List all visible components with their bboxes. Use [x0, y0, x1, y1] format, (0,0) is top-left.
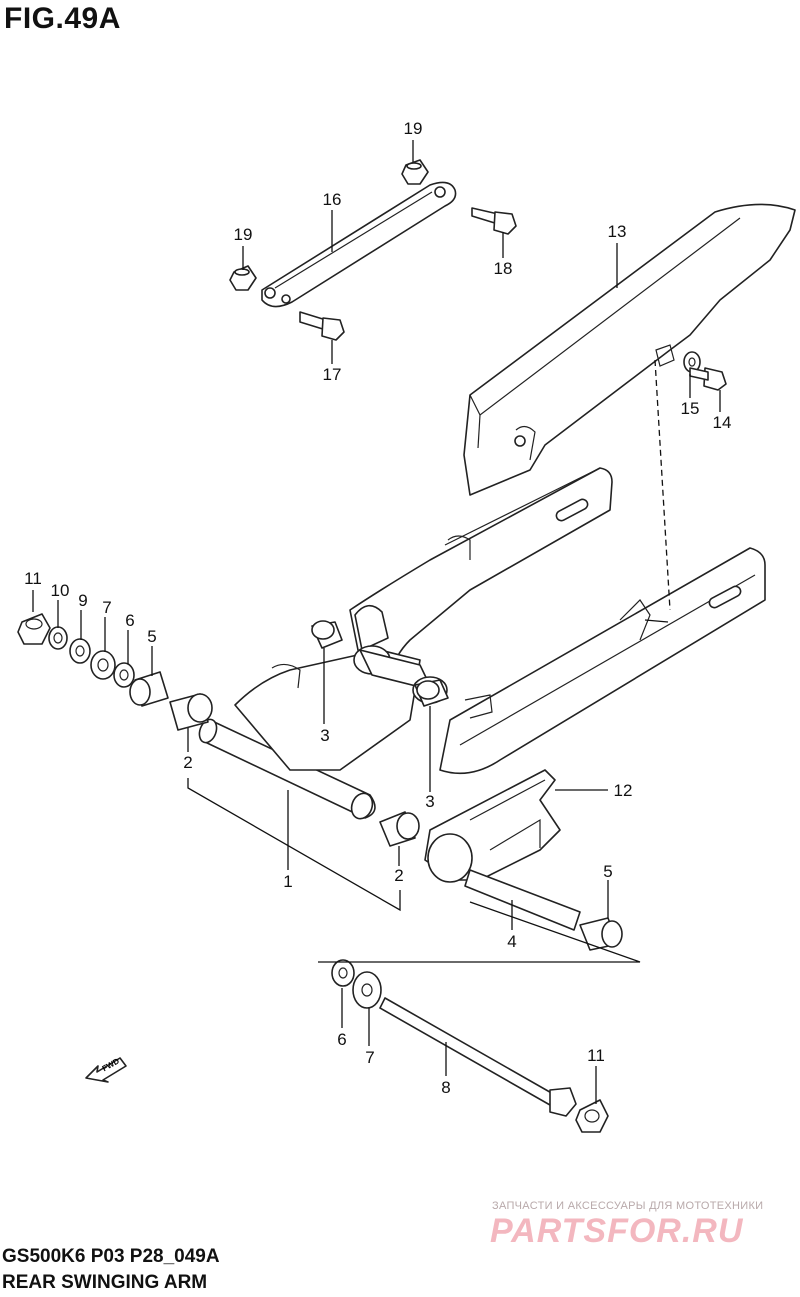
part-18-bolt — [471, 207, 517, 235]
part-11-nut-left — [17, 613, 51, 645]
callout-15: 15 — [681, 399, 700, 418]
callout-7: 7 — [102, 598, 111, 617]
part-1-swing-arm — [198, 467, 766, 820]
figure-title: FIG.49A — [4, 2, 121, 35]
callout-18: 18 — [494, 259, 513, 278]
part-17-bolt — [299, 311, 345, 341]
part-16-link-bar — [261, 181, 457, 308]
part-7-spacer-lower — [352, 971, 382, 1009]
figure-name: REAR SWINGING ARM — [2, 1272, 208, 1293]
part-5-bushing-right — [579, 917, 623, 951]
callout-6: 6 — [337, 1030, 346, 1049]
part-11-nut-lower — [575, 1099, 609, 1133]
callout-16: 16 — [323, 190, 342, 209]
callout-2: 2 — [394, 866, 403, 885]
callout-5: 5 — [147, 627, 156, 646]
part-2-bearing-left — [169, 693, 213, 731]
leader-lines — [32, 140, 721, 1104]
callout-19: 19 — [404, 119, 423, 138]
callout-19: 19 — [234, 225, 253, 244]
callout-11: 11 — [587, 1046, 605, 1065]
part-14-bolt — [689, 367, 727, 391]
callout-10: 10 — [51, 581, 70, 600]
callout-4: 4 — [507, 932, 516, 951]
callout-3: 3 — [320, 726, 329, 745]
part-6-seal-left — [113, 662, 135, 688]
callout-17: 17 — [323, 365, 342, 384]
figure-code: GS500K6 P03 P28_049A — [2, 1246, 220, 1267]
callout-6: 6 — [125, 611, 134, 630]
part-19-nut-upper — [401, 159, 429, 185]
part-2-bearing-right — [379, 811, 420, 847]
part-13-chain-guard — [463, 203, 796, 496]
part-4-shaft — [464, 869, 581, 931]
part-6-seal-lower — [331, 959, 355, 987]
part-19-nut-lower — [229, 265, 257, 291]
part-7-spacer-left — [90, 650, 116, 680]
watermark-subtitle: ЗАПЧАСТИ И АКСЕССУАРЫ ДЛЯ МОТОТЕХНИКИ — [492, 1200, 764, 1212]
part-3-bushing-b — [414, 679, 449, 707]
callout-8: 8 — [441, 1078, 450, 1097]
part-5-bushing-left — [129, 671, 169, 707]
callout-labels: 19 16 19 18 17 13 15 14 11 10 9 7 6 5 3 … — [24, 119, 731, 1097]
callout-13: 13 — [608, 222, 627, 241]
callout-3: 3 — [425, 792, 434, 811]
fwd-arrow-icon: FWD — [85, 1056, 127, 1083]
callout-12: 12 — [614, 781, 633, 800]
callout-11: 11 — [24, 569, 42, 588]
part-10-nut — [48, 626, 68, 650]
part-9-washer — [69, 638, 91, 664]
callout-5: 5 — [603, 862, 612, 881]
callout-2: 2 — [183, 753, 192, 772]
part-12-chain-buffer — [424, 769, 561, 883]
callout-9: 9 — [78, 591, 87, 610]
watermark-brand: PARTSFOR.RU — [490, 1212, 744, 1250]
part-8-axle-bolt — [379, 997, 577, 1117]
callout-1: 1 — [283, 872, 292, 891]
callout-14: 14 — [713, 413, 732, 432]
part-3-bushing-a — [311, 620, 343, 649]
callout-7: 7 — [365, 1048, 374, 1067]
